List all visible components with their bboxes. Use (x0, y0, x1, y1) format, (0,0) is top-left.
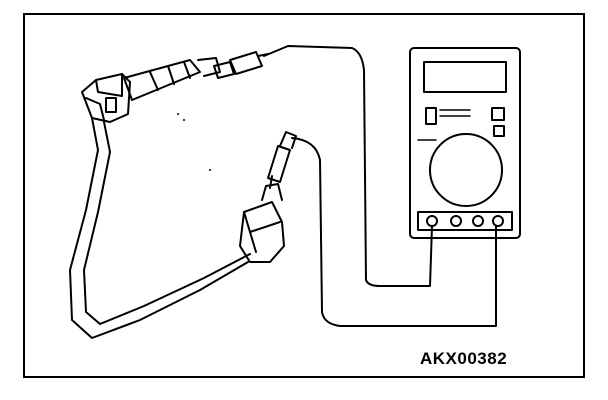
multimeter-jack-v-ohm (492, 215, 504, 227)
lead-wire-cap-to-meter (291, 137, 497, 327)
multimeter-display (423, 61, 507, 93)
figure-code: AKX00382 (420, 349, 508, 368)
lead-wire-coil-to-meter (263, 45, 433, 287)
coil-probe (213, 51, 269, 79)
multimeter-body (409, 47, 521, 239)
high-tension-cable (69, 117, 251, 339)
multimeter (409, 47, 521, 239)
multimeter-jack-3 (472, 215, 484, 227)
multimeter-jack-com (426, 215, 438, 227)
multimeter-button-1 (491, 107, 505, 121)
spark-plug-cap (239, 175, 285, 263)
multimeter-jack-2 (450, 215, 462, 227)
diagram-frame (23, 13, 585, 378)
multimeter-jack-panel (417, 211, 513, 231)
multimeter-range-indicator (425, 107, 437, 125)
cap-probe (267, 131, 297, 183)
ignition-coil-boot (81, 57, 221, 123)
multimeter-dial (429, 133, 503, 207)
multimeter-button-2 (493, 125, 505, 137)
